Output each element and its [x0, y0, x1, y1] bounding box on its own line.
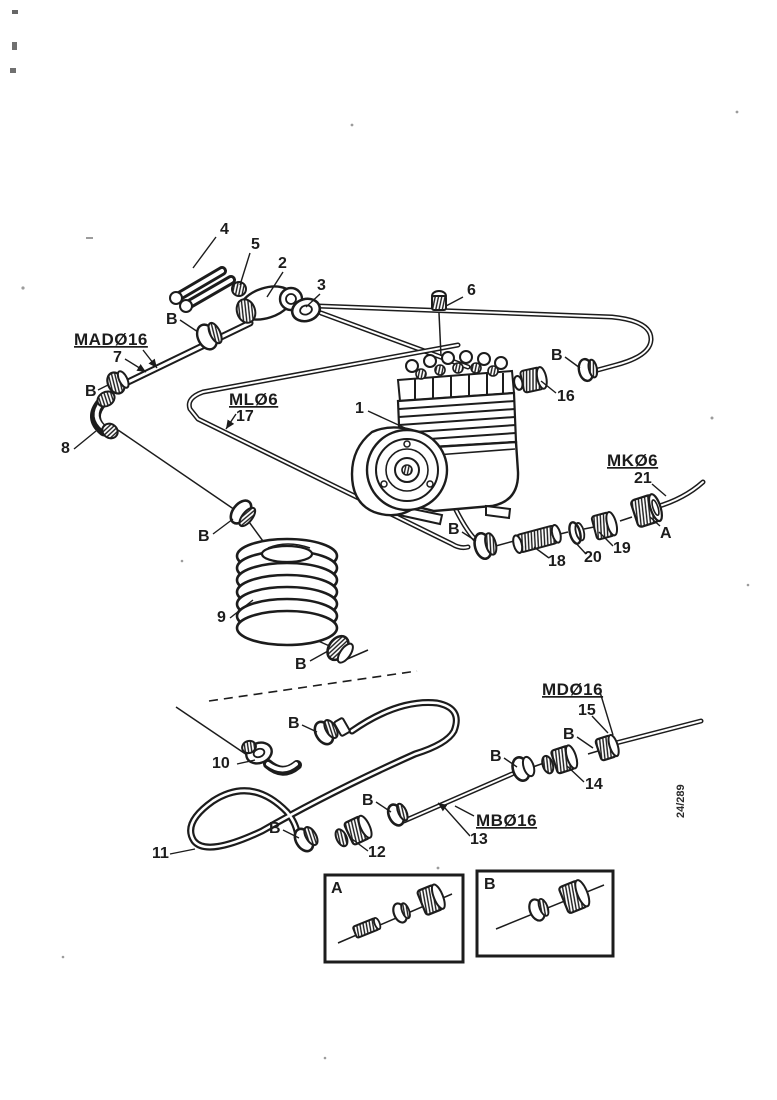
spec-mk6-label: MKØ6 — [607, 451, 658, 470]
connection-b-4: B — [448, 521, 460, 538]
part-callout-1: 1 — [355, 400, 364, 417]
part-callout-16: 16 — [557, 388, 575, 405]
inset-box-a: A — [323, 873, 465, 964]
part-callout-11: 11 — [152, 845, 169, 862]
clamp-rods-4 — [169, 266, 236, 313]
head-bolts — [405, 350, 508, 380]
union-nut-21 — [630, 493, 663, 528]
inset-a-nut — [416, 883, 446, 916]
part-callout-13: 13 — [470, 831, 488, 848]
ring-fitting-b7 — [313, 718, 339, 746]
union-12 — [334, 814, 373, 848]
connection-b-7: B — [288, 715, 300, 732]
part-callout-5: 5 — [251, 236, 260, 253]
ring-fitting-b5 — [229, 499, 257, 528]
inset-a-olive — [352, 916, 382, 939]
nut-fitting-b2 — [106, 370, 130, 395]
part-callout-4: 4 — [220, 221, 229, 238]
connection-b-5: B — [198, 528, 210, 545]
part-callout-21: 21 — [634, 470, 652, 487]
part-callout-20: 20 — [584, 549, 602, 566]
bolt-axis-line — [438, 312, 442, 357]
ring-fitting-b8 — [386, 802, 409, 827]
part-callout-3: 3 — [317, 277, 326, 294]
leader-lines — [73, 236, 667, 855]
spec-mad16-label: MADØ16 — [74, 330, 148, 349]
connection-b-11: B — [563, 726, 575, 743]
ring-fitting-b9 — [293, 825, 319, 853]
part-callout-9: 9 — [217, 609, 226, 626]
nipple-18 — [512, 524, 562, 554]
ring-fitting-b3 — [577, 357, 599, 383]
fitting-16 — [513, 366, 548, 394]
spec-ml6-label: MLØ6 — [229, 390, 278, 409]
part-callout-10: 10 — [212, 755, 230, 772]
compressor-body — [350, 350, 520, 526]
union-14 — [541, 744, 579, 775]
elbow-fitting-8 — [90, 390, 119, 440]
ring-fitting-b4 — [473, 531, 498, 561]
spec-md16-label: MDØ16 — [542, 680, 603, 699]
part-callout-7: 7 — [113, 349, 122, 366]
connection-b-8: B — [362, 792, 374, 809]
connection-b-1: B — [166, 311, 178, 328]
inset-a-label: A — [331, 880, 343, 897]
part-callout-17: 17 — [236, 408, 254, 425]
connection-b-6: B — [295, 656, 307, 673]
scan-speckles — [10, 10, 750, 1060]
coil-9 — [235, 537, 339, 647]
part-callout-12: 12 — [368, 844, 386, 861]
tube-mk6 — [656, 482, 703, 507]
nut-19 — [590, 511, 619, 541]
continuation-dashed-line — [208, 670, 418, 702]
inset-box-b: B — [475, 869, 615, 958]
valve-body-2 — [235, 285, 304, 324]
connection-letter-callouts: B B B B B B B B B B B A — [85, 311, 672, 837]
part-callout-14: 14 — [585, 776, 603, 793]
part-callout-18: 18 — [548, 553, 566, 570]
part-callout-8: 8 — [61, 440, 70, 457]
inset-b-label: B — [484, 876, 496, 893]
connection-b-3: B — [551, 347, 563, 364]
tube-md16 — [612, 721, 701, 744]
connection-b-10: B — [490, 748, 502, 765]
ring-fitting-b10 — [511, 755, 536, 782]
continuation-line — [175, 706, 251, 758]
inset-a-ring — [392, 902, 411, 924]
banjo-fitting-3 — [290, 297, 322, 323]
tube-to-coil — [117, 429, 239, 513]
part-callout-6: 6 — [467, 282, 476, 299]
connection-a-1: A — [660, 525, 672, 542]
part-callout-15: 15 — [578, 702, 596, 719]
banjo-elbow-10 — [241, 739, 302, 776]
part-number-callouts: 1 2 3 4 5 6 7 8 9 10 11 12 13 14 15 16 1… — [61, 221, 652, 862]
connection-b-2: B — [85, 383, 97, 400]
ring-fitting-b6 — [326, 634, 354, 664]
hose-collar-top — [333, 717, 351, 737]
inset-b-ring — [528, 897, 550, 922]
connection-b-9: B — [269, 820, 281, 837]
tube-spec-labels: MADØ16 MLØ6 MKØ6 MDØ16 MBØ16 — [74, 330, 658, 830]
clamp-fitting-b1 — [195, 321, 223, 351]
nut-15 — [594, 733, 620, 762]
bolt-6 — [431, 290, 447, 311]
inset-b-nut — [558, 879, 591, 914]
cylinder-head — [396, 350, 516, 403]
document-number: 24/289 — [675, 784, 687, 818]
nut-5 — [231, 281, 247, 297]
spec-mb16-label: MBØ16 — [476, 811, 537, 830]
part-callout-19: 19 — [613, 540, 631, 557]
part-callout-2: 2 — [278, 255, 287, 272]
front-flange — [350, 426, 449, 517]
washer-20 — [568, 521, 586, 545]
